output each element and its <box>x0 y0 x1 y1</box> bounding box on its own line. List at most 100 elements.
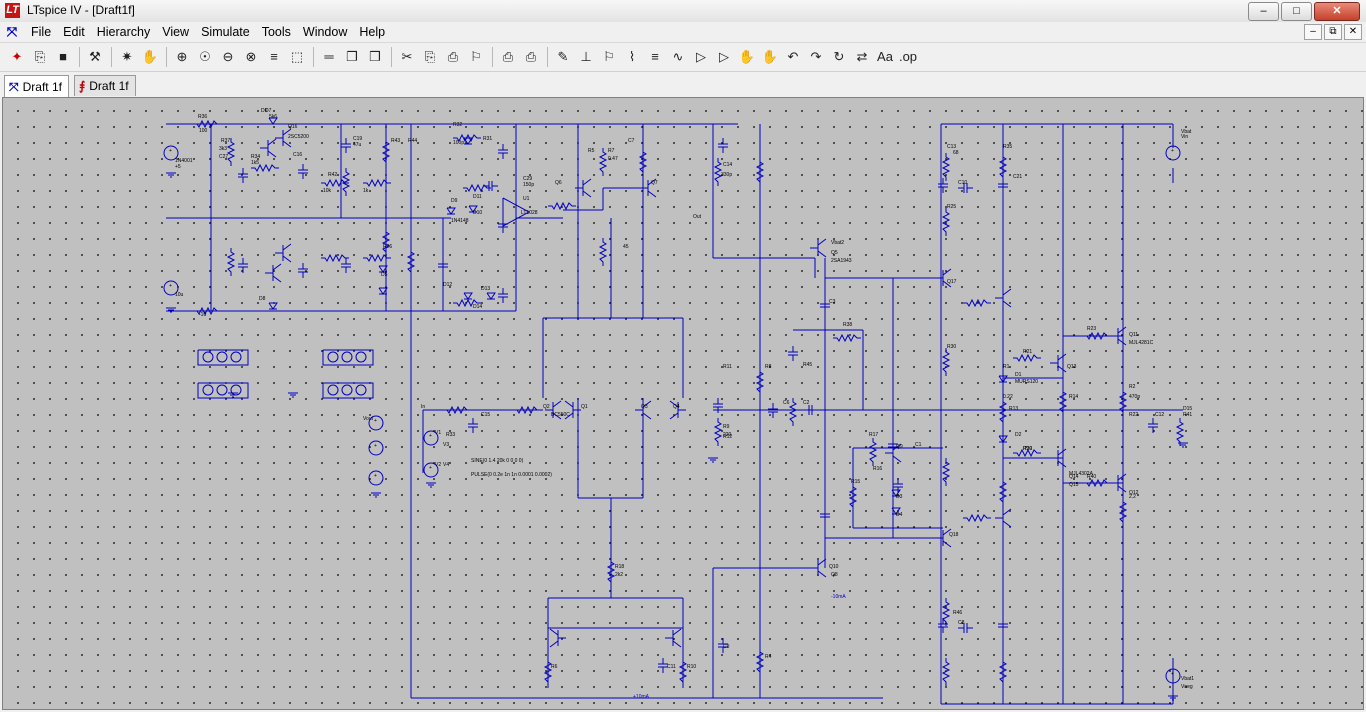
resistor[interactable] <box>998 658 1008 686</box>
voltage-source[interactable] <box>368 415 384 431</box>
resistor[interactable] <box>963 298 991 308</box>
resistor[interactable] <box>381 228 391 256</box>
zoom-cancel-icon[interactable]: ⊗ <box>245 49 257 64</box>
resistor[interactable] <box>1013 353 1041 363</box>
transistor[interactable] <box>1057 460 1067 468</box>
resistor[interactable] <box>678 658 688 686</box>
open-icon[interactable]: ⎘ <box>34 49 46 64</box>
resistor[interactable] <box>321 253 349 263</box>
resistor[interactable] <box>755 158 765 186</box>
resistor[interactable] <box>363 178 391 188</box>
resistor[interactable] <box>755 368 765 396</box>
transistor[interactable] <box>272 275 282 283</box>
menu-help[interactable]: Help <box>359 25 386 39</box>
transistor[interactable] <box>1057 353 1067 361</box>
transistor[interactable] <box>942 268 952 276</box>
mdi-restore-button[interactable]: ⧉ <box>1324 24 1342 40</box>
resistor[interactable] <box>1118 498 1128 526</box>
subcircuit-pin[interactable] <box>327 384 339 396</box>
subcircuit-pin[interactable] <box>202 384 214 396</box>
diode[interactable] <box>891 507 901 515</box>
resistor[interactable] <box>833 333 861 343</box>
zoom-out-icon[interactable]: ⊖ <box>222 49 234 64</box>
transistor[interactable] <box>672 640 682 648</box>
capacitor-icon[interactable]: ≡ <box>651 49 659 64</box>
minimize-button[interactable]: ‒ <box>1248 2 1279 21</box>
zoom-fit-icon[interactable]: ⬚ <box>290 49 304 64</box>
transistor[interactable] <box>817 570 827 578</box>
subcircuit-block[interactable] <box>197 382 249 399</box>
resistor[interactable] <box>848 483 858 511</box>
voltage-source[interactable] <box>368 440 384 456</box>
subcircuit-block[interactable] <box>197 349 249 366</box>
resistor[interactable] <box>598 238 608 266</box>
draw-wire-icon[interactable]: ✎ <box>557 49 569 64</box>
text-icon[interactable]: Aa <box>877 49 893 64</box>
resistor[interactable] <box>1083 478 1111 488</box>
diode[interactable] <box>998 435 1008 443</box>
transistor[interactable] <box>942 280 952 288</box>
spice-directive-icon[interactable]: .op <box>898 49 918 64</box>
resistor[interactable] <box>941 208 951 236</box>
menu-file[interactable]: File <box>31 25 52 39</box>
resistor[interactable] <box>443 405 471 415</box>
resistor[interactable] <box>406 248 416 276</box>
transistor[interactable] <box>817 238 827 246</box>
transistor[interactable] <box>564 412 574 420</box>
resistor[interactable] <box>963 513 991 523</box>
transistor[interactable] <box>1117 338 1127 346</box>
diode[interactable] <box>463 292 473 300</box>
resistor[interactable] <box>381 138 391 166</box>
voltage-source[interactable] <box>163 280 179 296</box>
transistor[interactable] <box>1002 288 1012 296</box>
voltage-source[interactable] <box>423 462 439 478</box>
resistor[interactable] <box>453 298 481 308</box>
subcircuit-pin[interactable] <box>355 351 367 363</box>
transistor[interactable] <box>1002 520 1012 528</box>
resistor[interactable] <box>755 648 765 676</box>
transistor[interactable] <box>282 255 292 263</box>
transistor[interactable] <box>942 540 952 548</box>
resistor[interactable] <box>598 148 608 176</box>
menu-simulate[interactable]: Simulate <box>201 25 250 39</box>
resistor[interactable] <box>941 153 951 181</box>
resistor[interactable] <box>713 158 723 186</box>
resistor[interactable] <box>543 658 553 686</box>
transistor[interactable] <box>552 412 562 420</box>
subcircuit-pin[interactable] <box>327 351 339 363</box>
tab-waveform[interactable]: ⨎ Draft 1f <box>74 75 136 96</box>
transistor[interactable] <box>642 400 652 408</box>
transistor[interactable] <box>282 128 292 136</box>
resistor[interactable] <box>998 478 1008 506</box>
transistor[interactable] <box>582 178 592 186</box>
transistor[interactable] <box>267 138 277 146</box>
resistor[interactable] <box>1083 331 1111 341</box>
close-windows-icon[interactable]: ❒ <box>369 49 381 64</box>
print-preview-icon[interactable]: ⎙ <box>502 49 514 64</box>
transistor[interactable] <box>892 455 902 463</box>
subcircuit-pin[interactable] <box>216 384 228 396</box>
transistor[interactable] <box>817 558 827 566</box>
autorange-icon[interactable]: ≡ <box>270 49 278 64</box>
resistor[interactable] <box>1013 448 1041 458</box>
transistor[interactable] <box>892 443 902 451</box>
menu-window[interactable]: Window <box>302 25 348 39</box>
subcircuit-pin[interactable] <box>202 351 214 363</box>
transistor[interactable] <box>942 528 952 536</box>
pan-icon[interactable]: ☉ <box>199 49 211 64</box>
cascade-icon[interactable]: ❐ <box>346 49 358 64</box>
transistor[interactable] <box>549 628 559 636</box>
diode[interactable] <box>378 265 388 273</box>
diode[interactable] <box>268 302 278 310</box>
mdi-close-button[interactable]: ✕ <box>1344 24 1362 40</box>
subcircuit-block[interactable] <box>322 382 374 399</box>
transistor[interactable] <box>647 178 657 186</box>
control-panel-icon[interactable]: ⚒ <box>89 49 101 64</box>
new-schematic-icon[interactable]: ✦ <box>11 49 23 64</box>
resistor[interactable] <box>941 458 951 486</box>
resistor[interactable] <box>941 658 951 686</box>
print-icon[interactable]: ⎙ <box>525 49 537 64</box>
transistor[interactable] <box>1117 485 1127 493</box>
redo-icon[interactable]: ↷ <box>810 49 822 64</box>
